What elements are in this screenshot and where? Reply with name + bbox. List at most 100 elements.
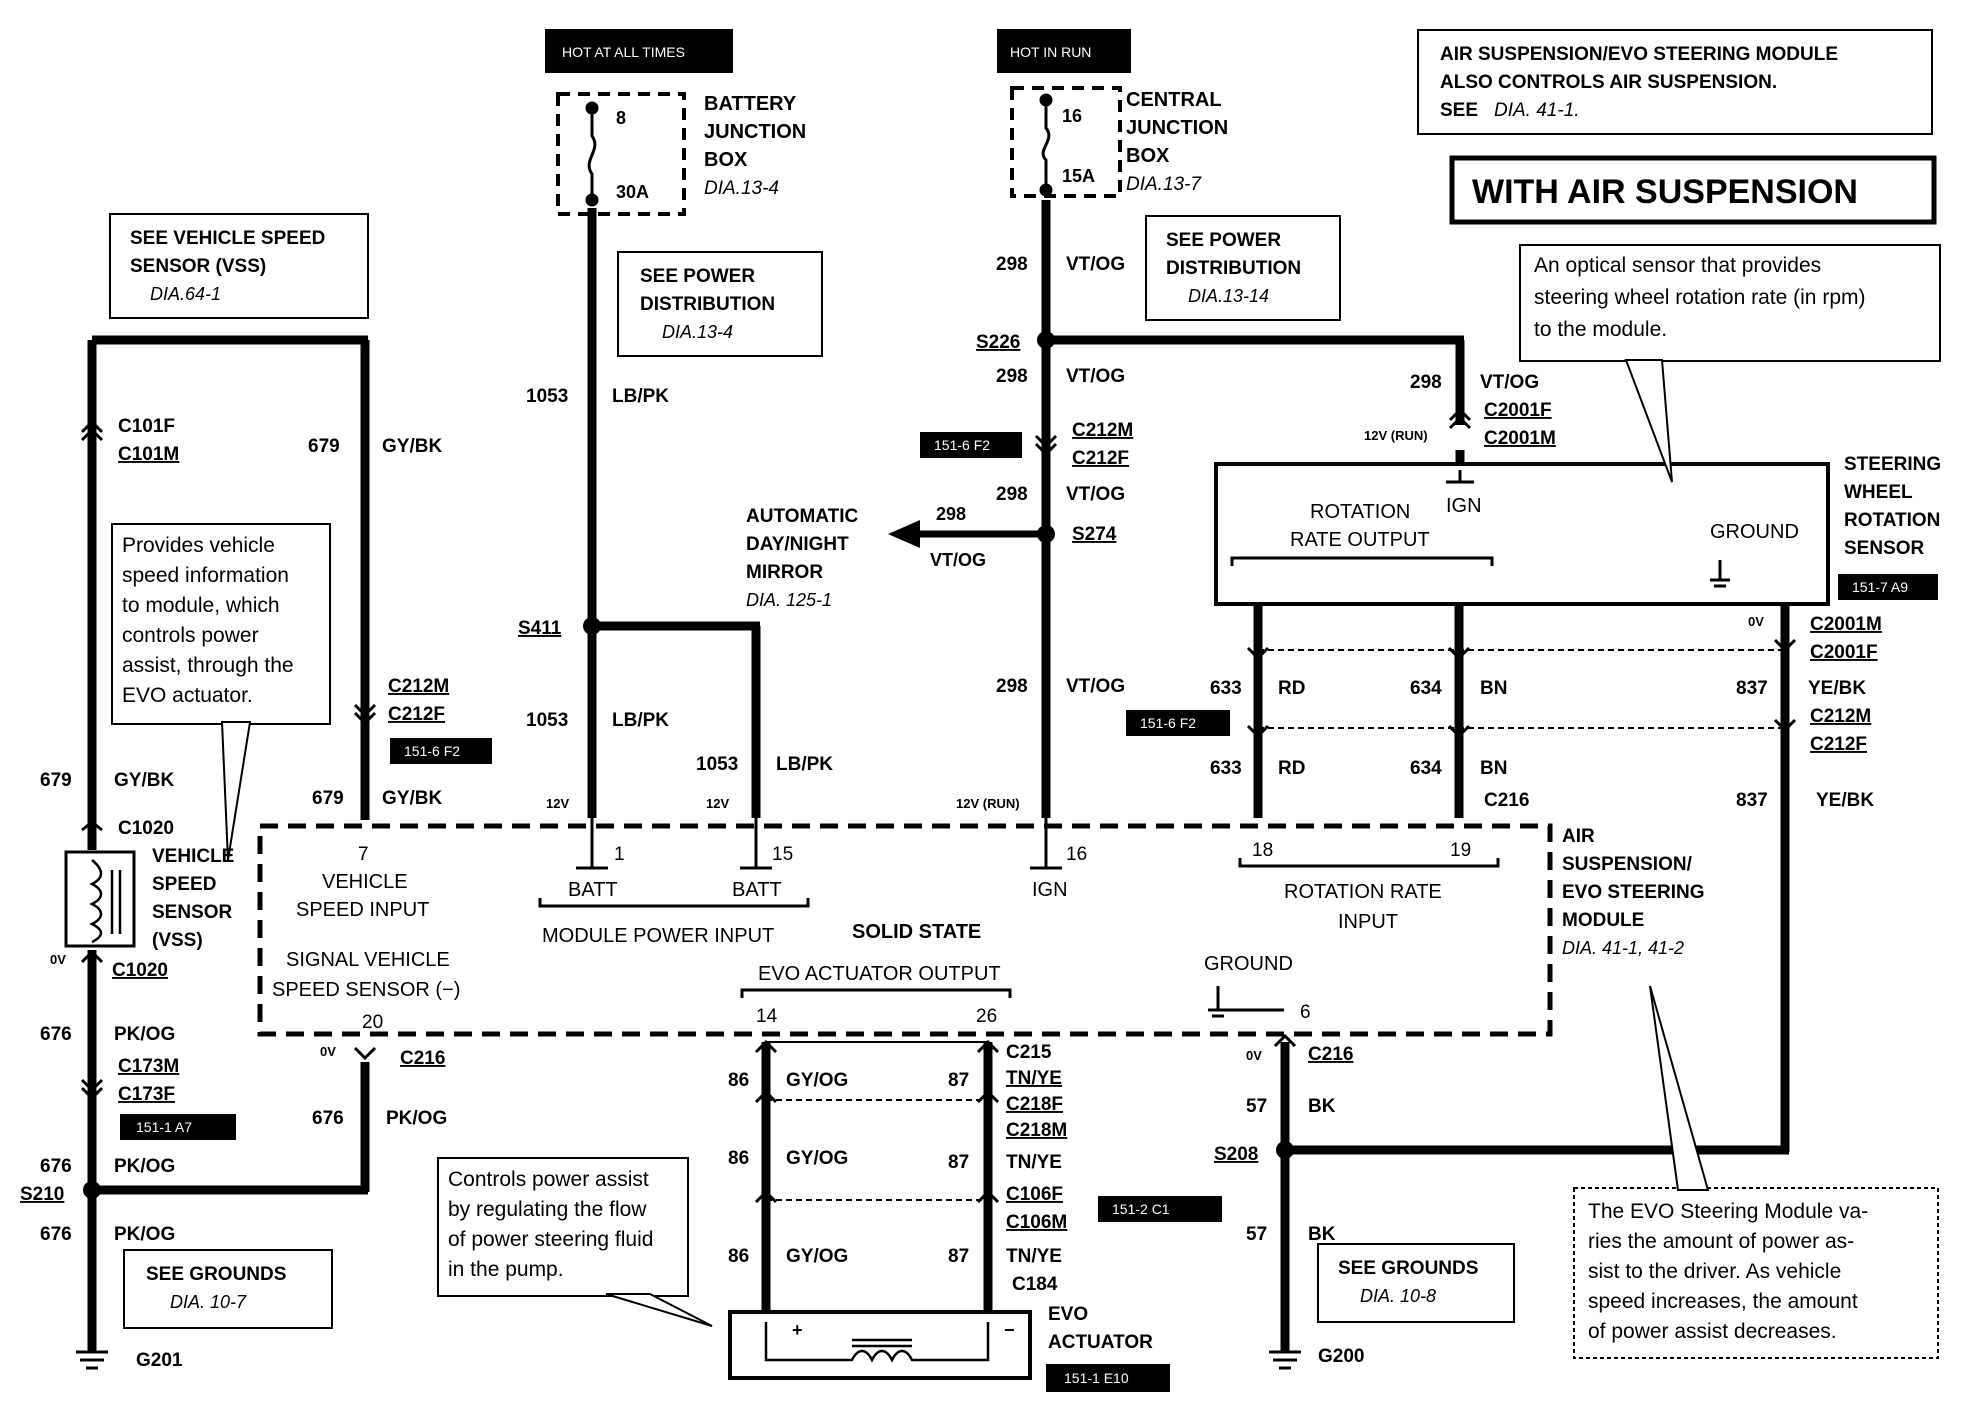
pin-16-icon (1030, 818, 1062, 870)
see-grounds-box-2 (1317, 1243, 1515, 1323)
wire-86-c-color: GY/OG (786, 1246, 848, 1267)
wire-86-b: 86 (728, 1148, 749, 1169)
evo-module-note-l1: The EVO Steering Module va- (1588, 1200, 1868, 1223)
c184: C184 (1012, 1274, 1058, 1295)
pin-1-icon (576, 818, 608, 870)
fuse-icon (587, 108, 597, 200)
connector-chevron-icon (976, 1039, 1000, 1204)
pin-20: 20 (362, 1012, 383, 1033)
tag-box-2 (920, 432, 1022, 458)
air-note-l1: AIR SUSPENSION/EVO STEERING MODULE (1440, 44, 1838, 65)
module-12v-a: 12V (546, 796, 569, 811)
labels: HOT AT ALL TIMES HOT IN RUN 8 30A BATTER… (20, 44, 1941, 1386)
swrs-l1: STEERING (1844, 454, 1941, 475)
swrs-out2: RATE OUTPUT (1290, 529, 1430, 551)
module-12v-b: 12V (706, 796, 729, 811)
connector-chevron-icon (81, 820, 103, 832)
mirror-circuit: 298 (936, 504, 966, 524)
fuse-terminal-icon (1039, 183, 1053, 197)
see-vss-l1: SEE VEHICLE SPEED (130, 228, 325, 249)
swrs-0v: 0V (1748, 614, 1764, 629)
central-jb-l1: CENTRAL (1126, 89, 1222, 111)
see-pd1-l2: DISTRIBUTION (640, 294, 775, 315)
wire-633-a: 633 (1210, 678, 1242, 699)
tag-2: 151-6 F2 (934, 437, 990, 453)
c2001f-right: C2001F (1810, 642, 1878, 663)
hot-in-run-box (997, 29, 1131, 73)
wire-679-c-color: GY/BK (382, 788, 442, 809)
module-ground: GROUND (1204, 953, 1293, 975)
wire-679-a-color: GY/BK (114, 770, 174, 791)
fuse-8-amp: 30A (616, 182, 649, 202)
module-vsi2: SPEED INPUT (296, 899, 429, 921)
evo-assist-note-box (437, 1157, 689, 1297)
battery-jb-l2: JUNCTION (704, 121, 806, 143)
module-ign: IGN (1032, 879, 1068, 901)
pin-6: 6 (1300, 1002, 1311, 1023)
wire-634-a: 634 (1410, 678, 1442, 699)
wire-676-a: 676 (40, 1024, 72, 1045)
wire-837-a-color: YE/BK (1808, 678, 1866, 699)
evo-module-note-l4: speed increases, the amount (1588, 1290, 1858, 1313)
evo-actuator-l2: ACTUATOR (1048, 1332, 1153, 1353)
fuse-8-number: 8 (616, 108, 626, 128)
wire-837-a: 837 (1736, 678, 1768, 699)
c173f: C173F (118, 1084, 175, 1105)
central-junction-box (1010, 86, 1122, 198)
wire-57-a-color: BK (1308, 1096, 1336, 1117)
hot-in-run: HOT IN RUN (1010, 44, 1091, 60)
c101m: C101M (118, 444, 179, 465)
bracket-evo-output (740, 988, 1012, 998)
wire-87-a-color: TN/YE (1006, 1068, 1062, 1089)
swrs-ground: GROUND (1710, 521, 1799, 543)
wire-298-c: 298 (996, 484, 1028, 505)
air-note-l2: ALSO CONTROLS AIR SUSPENSION. (1440, 72, 1777, 93)
wire-679-c: 679 (312, 788, 344, 809)
see-grounds-1-l1: SEE GROUNDS (146, 1264, 286, 1285)
tag-box-7 (1046, 1364, 1170, 1392)
c212f-center: C212F (1072, 448, 1129, 469)
mirror-l2: DAY/NIGHT (746, 534, 849, 555)
solenoid-icon (764, 1322, 990, 1363)
mirror-l1: AUTOMATIC (746, 506, 859, 527)
wire-298-b: 298 (996, 366, 1028, 387)
fuse-terminal-icon (585, 101, 599, 115)
connector-chevron-icon (1034, 434, 1058, 457)
connector-chevron-icon (353, 703, 377, 726)
tag-box-1 (390, 738, 492, 764)
wire-1053-c-color: LB/PK (776, 754, 833, 775)
see-pd2-dia: DIA.13-14 (1188, 286, 1269, 306)
splice-s411 (583, 617, 601, 635)
arrow-mirror-icon (888, 520, 920, 548)
pin-15-icon (740, 818, 772, 870)
wire-298-e: 298 (1410, 372, 1442, 393)
see-vss-box (109, 213, 369, 319)
evo-assist-note-pointer (605, 1293, 713, 1327)
c1020-top: C1020 (118, 818, 174, 839)
module-12v-run: 12V (RUN) (956, 796, 1020, 811)
see-grounds-box-1 (123, 1249, 333, 1329)
fuse-terminal-icon (1039, 93, 1053, 107)
wire-86-c: 86 (728, 1246, 749, 1267)
wire-1053-a: 1053 (526, 386, 568, 407)
wire-87-b: 87 (948, 1152, 969, 1173)
wire-676-a-color: PK/OG (114, 1024, 175, 1045)
optical-sensor-note-box (1519, 244, 1941, 362)
wire-676-c: 676 (40, 1156, 72, 1177)
pin-1: 1 (614, 844, 625, 865)
optical-note-l3: to the module. (1534, 318, 1667, 341)
module-solid-state: SOLID STATE (852, 921, 981, 943)
wire-87-b-color: TN/YE (1006, 1152, 1062, 1173)
wire-676-b-color: PK/OG (386, 1108, 447, 1129)
fuse-16-amp: 15A (1062, 166, 1095, 186)
module-0v-a: 0V (320, 1044, 336, 1059)
g200: G200 (1318, 1346, 1364, 1367)
vss-note-l4: controls power (122, 624, 259, 647)
tag-3: 151-6 F2 (1140, 715, 1196, 731)
wire-633-b-color: RD (1278, 758, 1305, 779)
pin-26: 26 (976, 1006, 997, 1027)
c218f: C218F (1006, 1094, 1063, 1115)
connector-chevron-icon (80, 419, 104, 442)
wire-676-c-color: PK/OG (114, 1156, 175, 1177)
vss-sensor-l3: SENSOR (152, 902, 233, 923)
